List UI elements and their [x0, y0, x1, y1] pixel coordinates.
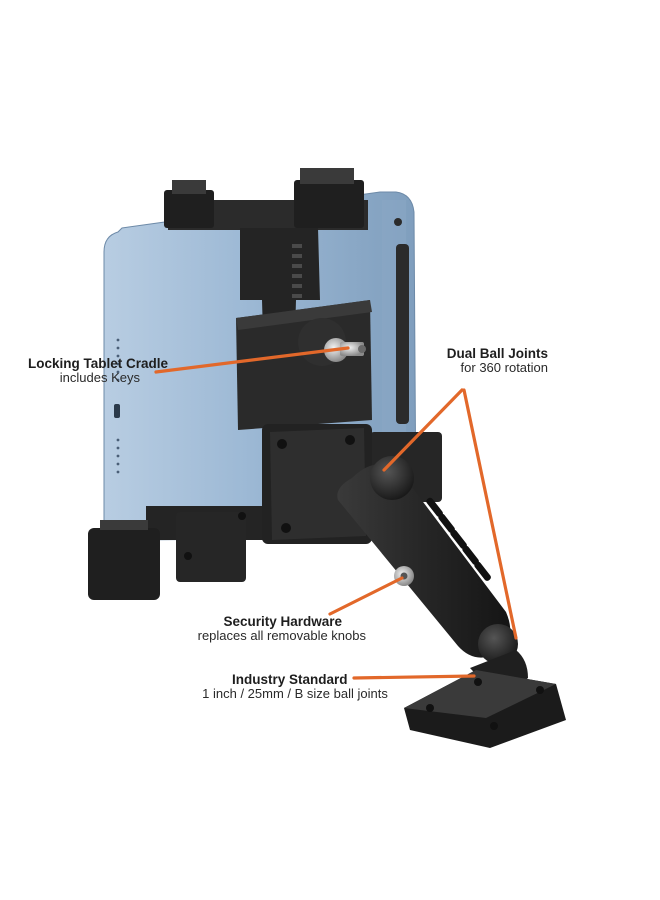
leader-line-cradle — [154, 346, 350, 374]
upper-ball-joint — [370, 456, 414, 500]
callout-dual-ball-joints: Dual Ball Joints for 360 rotation — [420, 346, 548, 376]
callout-title: Locking Tablet Cradle — [27, 356, 168, 371]
callout-subtitle: replaces all removable knobs — [197, 628, 366, 644]
callout-locking-tablet-cradle: Locking Tablet Cradle includes Keys — [16, 356, 168, 386]
lightning-port — [114, 404, 120, 418]
arm-grip-ridges — [426, 497, 491, 581]
callout-subtitle: for 360 rotation — [460, 360, 548, 376]
tablet-cradle — [88, 168, 442, 600]
callout-industry-standard: Industry Standard 1 inch / 25mm / B size… — [180, 672, 410, 702]
mounting-base — [404, 650, 566, 748]
leader-line-joint-upper — [382, 388, 464, 472]
callout-subtitle: includes Keys — [59, 370, 140, 386]
callout-security-hardware: Security Hardware replaces all removable… — [168, 614, 366, 644]
leader-line-hardware — [328, 576, 404, 616]
speaker-grille — [116, 338, 120, 474]
leader-line-joint-lower — [462, 388, 518, 640]
callout-title: Industry Standard — [232, 672, 348, 687]
callout-subtitle: 1 inch / 25mm / B size ball joints — [202, 686, 388, 702]
callout-title: Security Hardware — [223, 614, 342, 629]
leader-lines — [154, 346, 518, 680]
callout-title: Dual Ball Joints — [446, 346, 548, 361]
swing-arm — [337, 456, 518, 664]
leader-line-standard — [352, 674, 476, 680]
